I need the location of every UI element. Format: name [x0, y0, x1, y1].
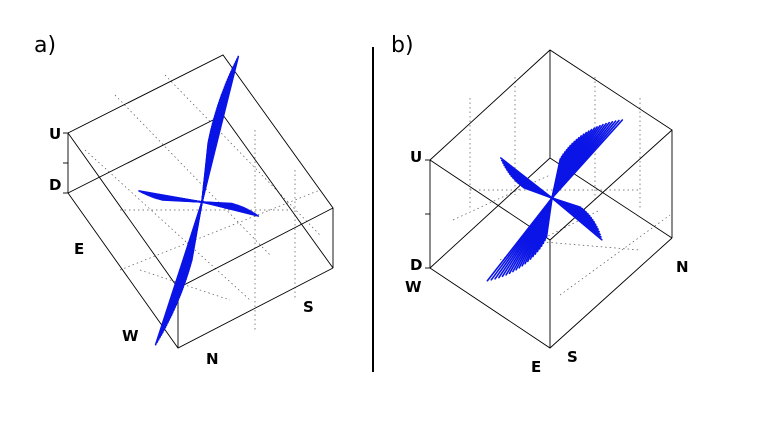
- panel-a-box: [63, 54, 334, 349]
- needle: [499, 157, 553, 199]
- needle: [551, 119, 624, 199]
- box-bottom-edges: [429, 237, 673, 349]
- label-down: D: [49, 176, 61, 194]
- needle: [486, 197, 553, 282]
- needle: [551, 197, 603, 241]
- grid-line: [84, 149, 251, 301]
- panel-a-grid: [84, 74, 321, 330]
- label-north: N: [676, 258, 689, 276]
- panel-a-needles: [138, 55, 260, 346]
- box-hidden-edge: [429, 157, 551, 269]
- panel-a-letter: a): [34, 33, 56, 58]
- box-hidden-edge: [222, 114, 334, 269]
- box-top-face: [429, 49, 673, 241]
- needle: [154, 201, 203, 346]
- grid-line: [559, 214, 671, 296]
- label-west: W: [405, 278, 422, 296]
- grid-line: [164, 74, 321, 236]
- box-top-face: [67, 54, 334, 289]
- label-south: S: [303, 298, 314, 316]
- needle: [201, 55, 240, 203]
- label-east: E: [531, 358, 541, 376]
- label-down: D: [410, 256, 422, 274]
- panel-b-needles: [486, 119, 624, 282]
- label-east: E: [74, 240, 84, 258]
- box-bottom-edges: [67, 192, 334, 349]
- panel-b-box: [425, 49, 673, 349]
- needle: [201, 201, 260, 217]
- label-up: U: [410, 148, 422, 166]
- panel-a: a) U D: [34, 33, 334, 368]
- label-up: U: [49, 125, 61, 143]
- grid-line: [114, 94, 271, 256]
- panel-b: b) U D W N: [391, 33, 689, 376]
- box-hidden-edge: [67, 114, 224, 194]
- grid-line: [452, 174, 551, 221]
- grid-line: [519, 239, 641, 251]
- label-south: S: [567, 348, 578, 366]
- panel-b-letter: b): [391, 33, 414, 58]
- needle: [138, 190, 203, 203]
- label-north: N: [206, 350, 219, 368]
- label-west: W: [122, 327, 139, 345]
